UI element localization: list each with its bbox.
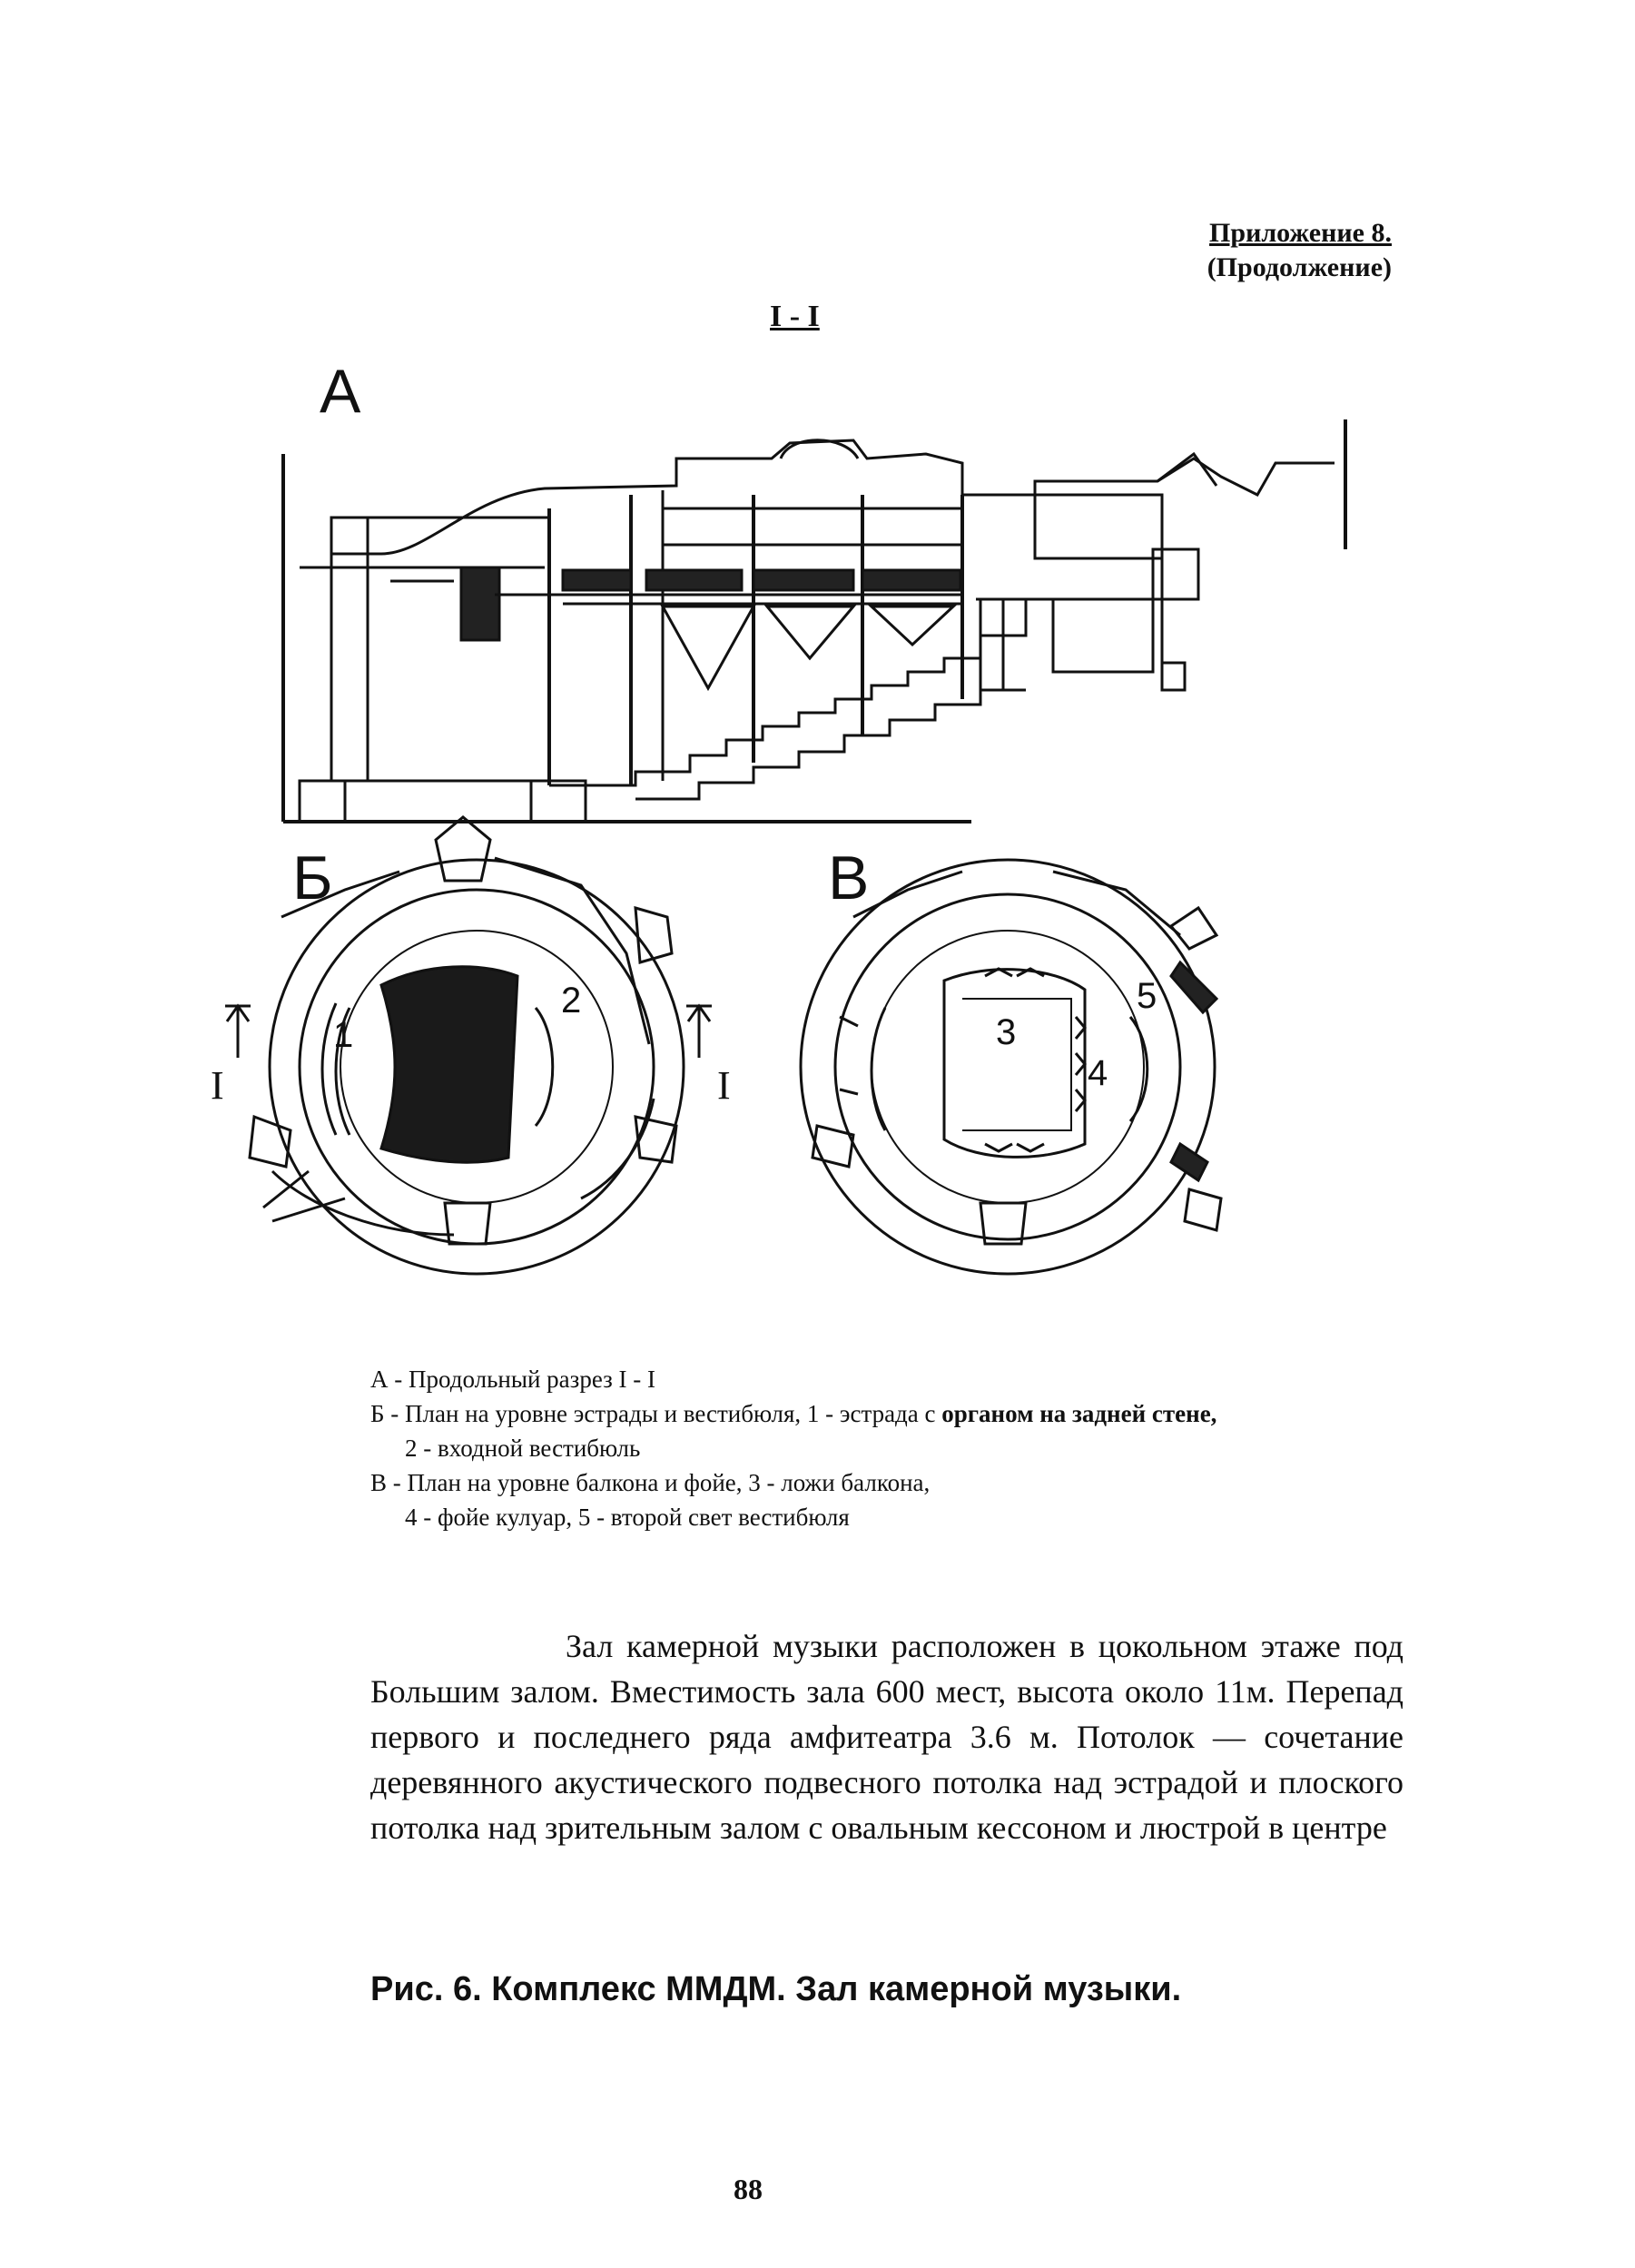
appendix-continuation: (Продолжение) (1207, 252, 1392, 282)
plan-b-drawing (225, 815, 712, 1276)
legend-line-a: А - Продольный разрез I - I (370, 1366, 656, 1393)
legend-line-v: В - План на уровне балкона и фойе, 3 - л… (370, 1469, 931, 1496)
plan-v-drawing (799, 858, 1223, 1276)
plan-v-label-4: 4 (1088, 1053, 1108, 1093)
page-number: 88 (734, 2173, 763, 2205)
plan-b-cut-left: I (211, 1063, 224, 1108)
plan-b-label-1: 1 (333, 1015, 354, 1055)
figure-letter-v: В (828, 843, 870, 912)
legend-line-b-text: Б - План на уровне эстрады и вестибюля, … (370, 1400, 942, 1427)
plan-v-label-5: 5 (1137, 976, 1157, 1016)
legend-line-v2: 4 - фойе кулуар, 5 - второй свет вестибю… (405, 1504, 850, 1531)
appendix-header: Приложение 8. (Продолжение) (1207, 216, 1392, 285)
legend-line-b2: 2 - входной вестибюль (405, 1435, 641, 1462)
figure-caption: Рис. 6. Комплекс ММДМ. Зал камерной музы… (370, 1970, 1182, 2008)
plan-b-cut-right: I (717, 1063, 731, 1108)
figure-letter-a: А (320, 357, 361, 426)
legend-line-b: Б - План на уровне эстрады и вестибюля, … (370, 1396, 1216, 1431)
legend-line-b-bold: органом на задней стене, (941, 1400, 1217, 1427)
longitudinal-section-drawing (281, 419, 1347, 823)
figure-legend: А - Продольный разрез I - I Б - План на … (370, 1362, 1216, 1534)
body-paragraph: Зал камерной музыки расположен в цокольн… (370, 1623, 1404, 1850)
body-paragraph-text: Зал камерной музыки расположен в цокольн… (370, 1628, 1404, 1846)
figure-letter-b: Б (292, 843, 333, 912)
plan-v-label-3: 3 (996, 1012, 1017, 1052)
appendix-title: Приложение 8. (1209, 218, 1392, 248)
plan-b-label-2: 2 (561, 981, 582, 1021)
section-mark: I - I (770, 300, 820, 333)
